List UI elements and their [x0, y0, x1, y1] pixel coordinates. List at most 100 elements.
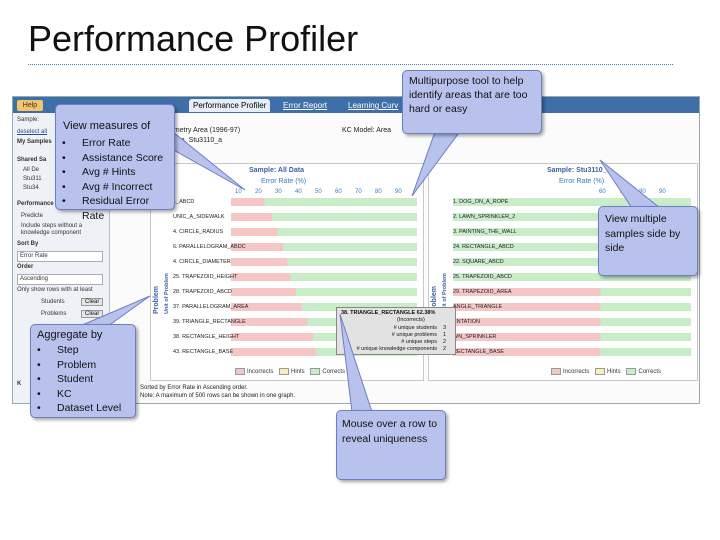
chart-row[interactable]: 6. PARALLELOGRAM_ABDC	[151, 243, 423, 251]
students-label: Students	[41, 299, 65, 305]
row-bar	[231, 273, 417, 281]
sample-item[interactable]: All De	[23, 167, 40, 173]
tooltip-row-value: 3	[443, 325, 447, 331]
chart-row[interactable]: UNIC_A_SIDEWALK	[151, 213, 423, 221]
include-steps-checkbox[interactable]: Include steps without a knowledge compon…	[21, 223, 83, 236]
chart-row[interactable]: 4. CIRCLE_RADIUS	[151, 228, 423, 236]
chart-row[interactable]: WN_SPRINKLER	[429, 333, 697, 341]
chart-row[interactable]: 38. RECTANGLE_HEIGHT	[151, 333, 423, 341]
dataset-name: ometry Area (1996-97)	[170, 127, 241, 134]
row-bar	[231, 243, 417, 251]
tooltip-row-label: # unique knowledge components	[356, 346, 437, 352]
row-label: 39. TRIANGLE_RECTANGLE	[173, 319, 246, 325]
callout-view-measures: View measures of Error Rate Assistance S…	[55, 104, 175, 222]
multiple-samples-pointer	[599, 159, 662, 209]
chart-row[interactable]: ANGLE_TRIANGLE	[429, 303, 697, 311]
sort-by-label: Sort By	[17, 241, 39, 247]
row-label: ENTATION	[453, 319, 480, 325]
x-tick-label: 30	[275, 189, 282, 195]
x-tick-label: 80	[639, 189, 646, 195]
x-tick-label: 90	[659, 189, 666, 195]
chart-row[interactable]: 4. CIRCLE_DIAMETER	[151, 258, 423, 266]
tooltip-row-value: 2	[443, 339, 447, 345]
measures-list: Error Rate Assistance Score Avg # Hints …	[56, 136, 174, 223]
chart-row[interactable]: 39. TRIANGLE_RECTANGLE	[151, 318, 423, 326]
predicted-checkbox[interactable]: Predicte	[21, 213, 44, 219]
x-tick-label: 90	[395, 189, 402, 195]
row-label: WN_SPRINKLER	[453, 334, 497, 340]
my-samples-label: My Samples	[17, 139, 52, 145]
callout-text: View multiple samples side by side	[605, 213, 681, 254]
x-tick-label: 60	[599, 189, 606, 195]
help-button[interactable]: Help	[17, 100, 43, 111]
x-tick-label: 80	[375, 189, 382, 195]
chart-row[interactable]: 3. PAINTING_THE_WALL	[429, 228, 697, 236]
slide-title: Performance Profiler	[28, 18, 359, 59]
tab-error-report[interactable]: Error Report	[283, 101, 328, 110]
sample-item[interactable]: Stu311	[23, 176, 42, 182]
row-bar	[231, 288, 417, 296]
deselect-all-link[interactable]: deselect all	[17, 129, 48, 135]
row-label: 3. PAINTING_THE_WALL	[453, 229, 517, 235]
tab-performance-profiler[interactable]: Performance Profiler	[189, 99, 271, 112]
list-item: Problem	[31, 358, 135, 373]
sample-item[interactable]: Stu34	[23, 185, 39, 191]
kc-model-label: KC Model: Area	[342, 127, 392, 134]
clear-button[interactable]: Clear	[81, 298, 104, 306]
row-label: 29. TRAPEZOID_AREA	[453, 289, 512, 295]
mouse-over-pointer	[339, 313, 373, 413]
row-bar	[453, 198, 691, 206]
callout-mouse-over: Mouse over a row to reveal uniqueness	[336, 410, 446, 480]
row-label: 28. TRAPEZOID_ABCD	[173, 289, 232, 295]
x-tick-label: 60	[335, 189, 342, 195]
row-bar	[453, 288, 691, 296]
legend-hints: Hints	[607, 369, 621, 376]
chart-legend: Incorrects Hints Corrects	[231, 368, 345, 375]
row-label: 43. RECTANGLE_BASE	[173, 349, 234, 355]
row-label: ANGLE_TRIANGLE	[453, 304, 503, 310]
row-bar	[453, 348, 691, 356]
chart-row[interactable]: RECTANGLE_BASE	[429, 348, 697, 356]
chart-row[interactable]: L_ABCD	[151, 198, 423, 206]
row-bar	[453, 243, 691, 251]
sort-note: Sorted by Error Rate in Ascending order.	[140, 385, 248, 391]
row-bar	[231, 333, 417, 341]
performance-label: Performance	[17, 201, 54, 207]
tooltip-row-label: # unique students	[393, 325, 437, 331]
sort-by-select[interactable]: Error Rate	[17, 251, 103, 262]
chart-row[interactable]: 37. PARALLELOGRAM_AREA	[151, 303, 423, 311]
tab-learning-curve[interactable]: Learning Curv	[348, 101, 399, 110]
kc-label: K	[17, 381, 22, 387]
chart-row[interactable]: 28. TRAPEZOID_ABCD	[151, 288, 423, 296]
chart-row[interactable]: 43. RECTANGLE_BASE	[151, 348, 423, 356]
legend-incorrects: Incorrects	[563, 369, 590, 376]
row-label: 6. PARALLELOGRAM_ABDC	[173, 244, 246, 250]
clear-button[interactable]: Clear	[81, 310, 104, 318]
row-bar	[231, 213, 417, 221]
list-item: Dataset Level	[31, 401, 135, 416]
row-bar	[231, 228, 417, 236]
row-label: 25. TRAPEZOID_ABCD	[453, 274, 512, 280]
row-label: 2. LAWN_SPRINKLER_2	[453, 214, 516, 220]
chart-row[interactable]: 2. LAWN_SPRINKLER_2	[429, 213, 697, 221]
row-label: 25. TRAPEZOID_HEIGHT	[173, 274, 238, 280]
shared-samples-label: Shared Sa	[17, 157, 47, 163]
chart-row[interactable]: 1. DOG_ON_A_ROPE	[429, 198, 697, 206]
list-item: Step	[31, 343, 135, 358]
x-axis-title: Error Rate (%)	[261, 178, 307, 185]
x-tick-label: 10	[235, 189, 242, 195]
chart-row[interactable]: ENTATION	[429, 318, 697, 326]
tooltip-subheader: (Incorrects)	[397, 317, 425, 323]
sort-by-value: Error Rate	[20, 253, 48, 259]
chart-row[interactable]: 24. RECTANGLE_ABCD	[429, 243, 697, 251]
chart-row[interactable]: 29. TRAPEZOID_AREA	[429, 288, 697, 296]
row-bar	[453, 333, 691, 341]
row-bar	[453, 273, 691, 281]
chart-row[interactable]: 25. TRAPEZOID_HEIGHT	[151, 273, 423, 281]
row-bar	[453, 258, 691, 266]
order-select[interactable]: Ascending	[17, 274, 103, 285]
list-item: Avg # Hints	[56, 165, 174, 180]
chart-row[interactable]: 25. TRAPEZOID_ABCD	[429, 273, 697, 281]
chart-row[interactable]: 22. SQUARE_ABCD	[429, 258, 697, 266]
x-tick-label: 20	[255, 189, 262, 195]
